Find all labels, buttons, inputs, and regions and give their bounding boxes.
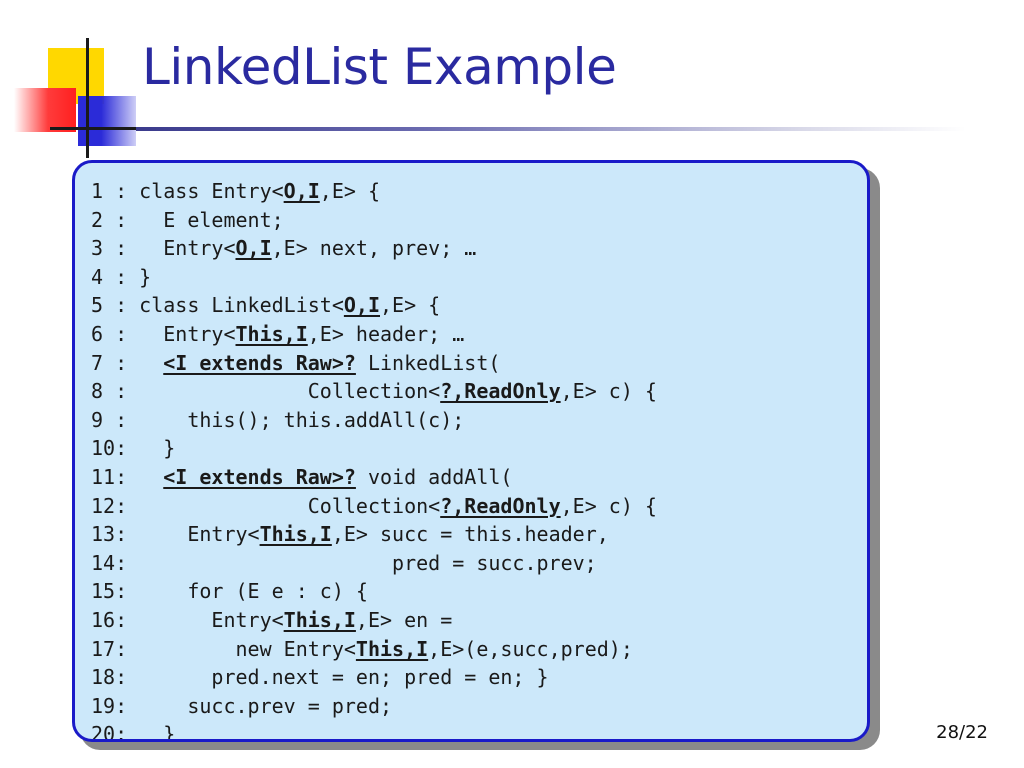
code-line: 17: new Entry<This,I,E>(e,succ,pred); (91, 635, 657, 664)
code-text: 6 : Entry< (91, 321, 236, 346)
code-line: 1 : class Entry<O,I,E> { (91, 177, 657, 206)
code-text: 15: for (E e : c) { (91, 579, 368, 604)
code-highlight: This,I (355, 636, 429, 661)
code-line: 10: } (91, 434, 657, 463)
code-text: 2 : E element; (91, 207, 284, 232)
code-line: 14: pred = succ.prev; (91, 549, 657, 578)
code-text: LinkedList( (355, 350, 501, 375)
code-highlight: This,I (235, 321, 308, 346)
code-text: 9 : this(); this.addAll(c); (91, 407, 465, 432)
code-text: ,E> { (319, 179, 380, 203)
code-text: 11: (91, 464, 164, 489)
code-line: 13: Entry<This,I,E> succ = this.header, (91, 520, 657, 549)
code-line: 15: for (E e : c) { (91, 577, 657, 606)
code-text: ,E> header; … (307, 321, 465, 346)
code-highlight: ?,ReadOnly (440, 493, 561, 518)
code-text: ,E> c) { (560, 493, 657, 518)
code-listing: 1 : class Entry<O,I,E> {2 : E element;3 … (91, 177, 657, 742)
slide-number: 28/22 (936, 722, 988, 743)
code-highlight: O,I (235, 236, 272, 261)
code-text: void addAll( (355, 464, 513, 489)
code-text: 16: Entry< (91, 607, 284, 632)
code-text: 7 : (91, 350, 164, 375)
code-line: 9 : this(); this.addAll(c); (91, 406, 657, 435)
code-text: ,E>(e,succ,pred); (428, 636, 633, 661)
code-text: 20: } (91, 722, 176, 742)
code-text: 4 : } (91, 264, 152, 289)
code-text: ,E> { (380, 293, 441, 318)
code-line: 4 : } (91, 263, 657, 292)
code-highlight: <I extends Raw>? (163, 464, 356, 489)
code-text: ,E> c) { (560, 379, 657, 404)
code-text: 14: pred = succ.prev; (91, 550, 597, 575)
code-text: 1 : class Entry< (91, 179, 284, 203)
code-text: 19: succ.prev = pred; (91, 693, 393, 718)
code-highlight: O,I (283, 179, 320, 203)
code-line: 2 : E element; (91, 206, 657, 235)
code-line: 19: succ.prev = pred; (91, 692, 657, 721)
code-text: 18: pred.next = en; pred = en; } (91, 665, 549, 690)
code-highlight: ?,ReadOnly (440, 379, 561, 404)
slide-title: LinkedList Example (142, 38, 617, 96)
code-highlight: O,I (343, 293, 380, 318)
code-text: 5 : class LinkedList< (91, 293, 344, 318)
code-text: ,E> en = (355, 607, 453, 632)
code-box: 1 : class Entry<O,I,E> {2 : E element;3 … (72, 160, 870, 742)
code-line: 20: } (91, 720, 657, 742)
code-text: ,E> next, prev; … (271, 236, 477, 261)
code-text: 8 : Collection< (91, 379, 441, 404)
code-line: 12: Collection<?,ReadOnly,E> c) { (91, 492, 657, 521)
code-text: 17: new Entry< (91, 636, 356, 661)
code-line: 16: Entry<This,I,E> en = (91, 606, 657, 635)
logo-horizontal-line (50, 127, 140, 130)
code-text: 3 : Entry< (91, 236, 236, 261)
code-text: 12: Collection< (91, 493, 441, 518)
logo-red-bar (14, 88, 76, 132)
code-highlight: This,I (259, 522, 332, 547)
code-line: 8 : Collection<?,ReadOnly,E> c) { (91, 377, 657, 406)
code-line: 3 : Entry<O,I,E> next, prev; … (91, 234, 657, 263)
code-highlight: <I extends Raw>? (163, 350, 356, 375)
code-text: 10: } (91, 436, 176, 461)
code-text: 13: Entry< (91, 522, 260, 547)
logo-vertical-line (86, 38, 89, 158)
code-text: ,E> succ = this.header, (331, 522, 609, 547)
title-underline-rule (136, 127, 966, 131)
code-line: 5 : class LinkedList<O,I,E> { (91, 291, 657, 320)
code-line: 11: <I extends Raw>? void addAll( (91, 463, 657, 492)
code-line: 6 : Entry<This,I,E> header; … (91, 320, 657, 349)
code-line: 18: pred.next = en; pred = en; } (91, 663, 657, 692)
code-line: 7 : <I extends Raw>? LinkedList( (91, 349, 657, 378)
code-highlight: This,I (283, 607, 356, 632)
